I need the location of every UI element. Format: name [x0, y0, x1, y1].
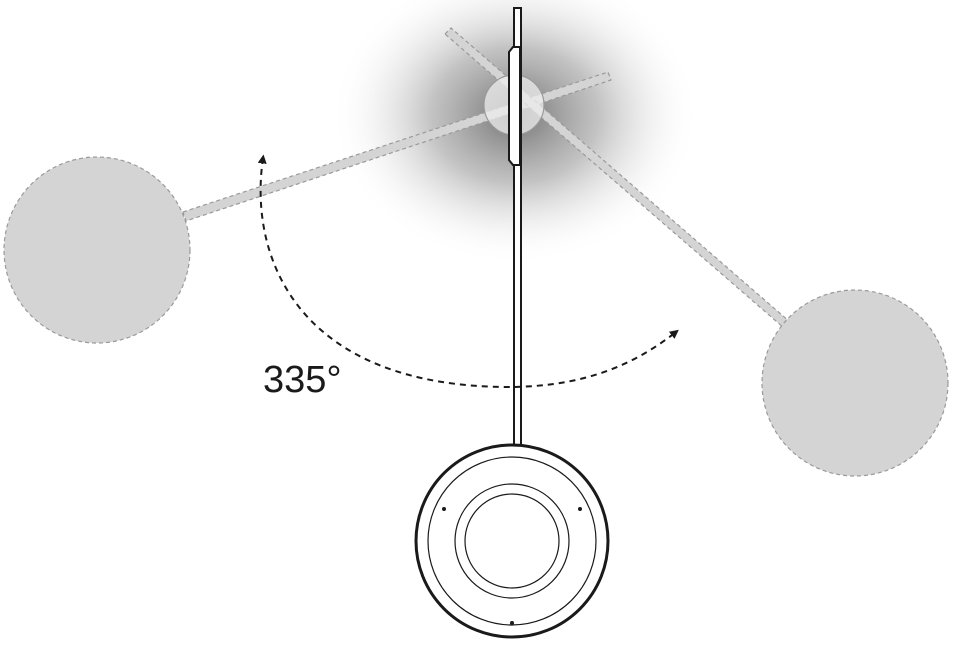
base-disc [414, 443, 610, 639]
base-disc-innermost [464, 493, 560, 589]
base-disc-dot-left [442, 507, 446, 511]
base-disc-dot-bottom [510, 621, 514, 625]
base-disc-outer [414, 443, 610, 639]
ghost-disc-left [3, 156, 191, 344]
ghost-disc-right [761, 289, 949, 477]
rotation-angle-label: 335° [263, 359, 342, 401]
rotation-arc-arrow [257, 154, 679, 389]
base-disc-inner [454, 483, 570, 599]
main-arm-bracket [508, 46, 521, 166]
base-disc-dot-right [578, 507, 582, 511]
